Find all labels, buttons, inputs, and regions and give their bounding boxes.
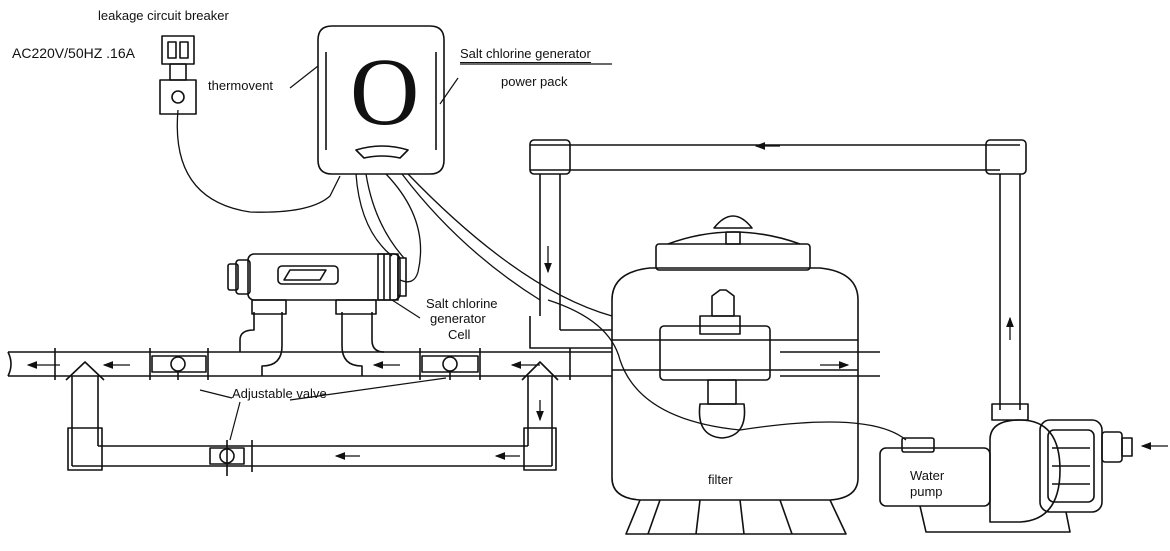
outlet-pipe <box>7 348 612 380</box>
valve-label: Adjustable valve <box>232 386 327 401</box>
filter-label: filter <box>708 472 733 487</box>
pump-label-line1: Water <box>910 468 945 483</box>
power-spec-label: AC220V/50HZ .16A <box>12 45 135 61</box>
leader-lines <box>199 63 612 441</box>
breaker-label: leakage circuit breaker <box>98 8 229 23</box>
generator-title-label: Salt chlorine generator <box>460 46 591 63</box>
power-pack <box>317 25 445 175</box>
salt-cell <box>227 253 407 301</box>
upper-return-pipe <box>529 139 1027 410</box>
pump-label-line2: pump <box>910 484 943 499</box>
cell-label-line3: Cell <box>448 327 471 342</box>
bypass-pipe <box>65 361 559 472</box>
filter-return-pipe <box>780 351 880 377</box>
cell-label-line1: Salt chlorine <box>426 296 498 311</box>
brand-logo-letter: O <box>350 38 420 145</box>
cell-riser-pipes <box>239 299 385 376</box>
water-pump <box>879 403 1133 533</box>
sand-filter <box>611 215 859 535</box>
cell-label-line2: generator <box>430 311 486 326</box>
power-pack-label: power pack <box>501 74 568 89</box>
cables <box>176 109 907 441</box>
valves <box>151 355 479 476</box>
flow-arrows <box>26 142 1168 460</box>
breaker-socket <box>159 35 197 115</box>
thermovent-label: thermovent <box>208 78 274 93</box>
